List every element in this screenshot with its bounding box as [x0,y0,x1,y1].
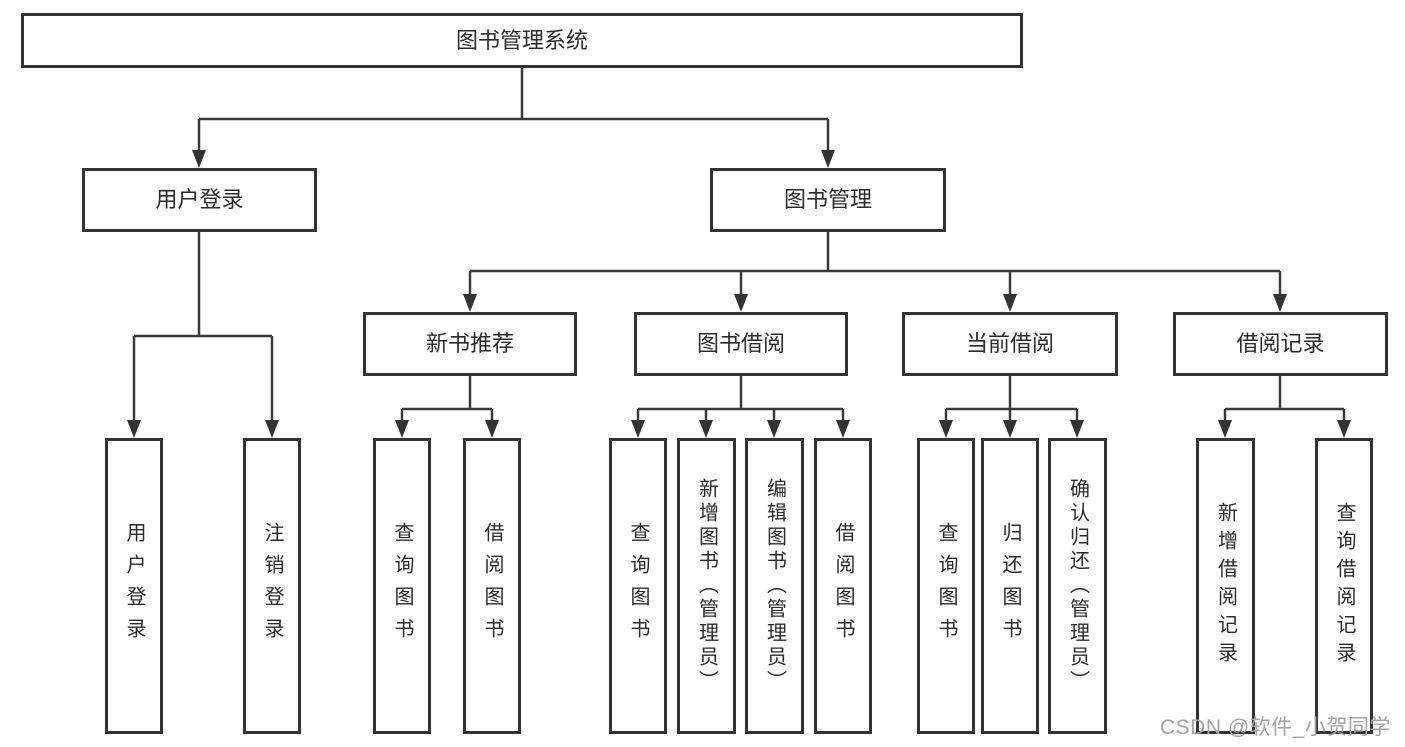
node-label: 新书推荐 [425,331,514,356]
node-label: 查询图书 [935,522,957,650]
node-label: 查询图书 [627,522,649,650]
node-label: 归还图书 [999,522,1021,650]
node-label: 借阅图书 [481,522,503,650]
leaf-logout: 注销登录 [243,438,301,734]
leaf-borrow-books-1: 借阅图书 [463,438,521,734]
node-new-book-recommend: 新书推荐 [363,312,577,376]
node-label: 查询借阅记录 [1333,502,1355,670]
leaf-query-books-3: 查询图书 [917,438,975,734]
arrowheads [127,150,1351,438]
node-label: 编辑图书（管理员） [763,478,786,694]
node-label: 用户登录 [155,187,244,212]
connector-elbows [132,68,1346,422]
leaf-user-login: 用户登录 [105,438,163,734]
node-borrow-records: 借阅记录 [1173,312,1388,376]
node-label: 借阅记录 [1236,331,1325,356]
node-current-borrow: 当前借阅 [902,312,1118,376]
leaf-borrow-books-2: 借阅图书 [814,438,872,734]
node-root: 图书管理系统 [21,13,1023,68]
node-label: 图书管理系统 [455,27,588,53]
node-label: 查询图书 [391,522,413,650]
leaf-return-book: 归还图书 [981,438,1039,734]
node-book-management: 图书管理 [710,168,946,232]
node-label: 新增借阅记录 [1214,502,1237,670]
node-book-borrow: 图书借阅 [634,312,848,376]
node-label: 图书管理 [783,187,872,212]
node-label: 确认归还（管理员） [1066,478,1089,694]
node-user-login: 用户登录 [82,168,317,232]
leaf-query-borrow-record: 查询借阅记录 [1315,438,1373,734]
leaf-query-books-2: 查询图书 [609,438,667,734]
node-label: 借阅图书 [832,522,854,650]
node-label: 图书借阅 [696,331,785,356]
node-label: 用户登录 [123,522,145,650]
node-label: 注销登录 [261,522,283,650]
node-label: 当前借阅 [965,331,1054,356]
node-label: 新增图书（管理员） [695,478,718,694]
watermark: CSDN @软件_小贺同学 [1160,716,1391,739]
leaf-query-books-1: 查询图书 [373,438,431,734]
leaf-edit-book-admin: 编辑图书（管理员） [745,438,804,734]
leaf-add-borrow-record: 新增借阅记录 [1196,438,1255,734]
leaf-add-book-admin: 新增图书（管理员） [677,438,736,734]
leaf-confirm-return-admin: 确认归还（管理员） [1048,438,1107,734]
